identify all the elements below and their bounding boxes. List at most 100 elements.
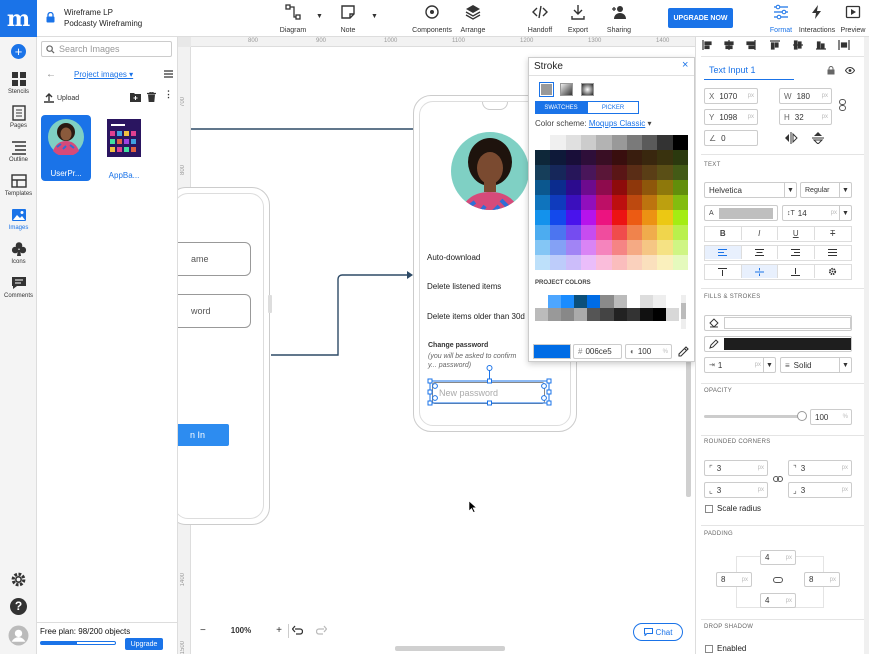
diagram-dropdown-icon[interactable]: ▼: [316, 13, 323, 20]
stroke-color-field[interactable]: [704, 336, 852, 352]
zoom-level[interactable]: 100%: [230, 625, 252, 635]
font-weight-dropdown-icon[interactable]: ▼: [839, 183, 851, 197]
lock-icon[interactable]: [46, 12, 55, 23]
chat-button[interactable]: Chat: [633, 623, 683, 641]
images-button[interactable]: Images: [0, 207, 37, 231]
sign-in-button[interactable]: n In: [178, 424, 229, 446]
color-scheme-select[interactable]: Moqups Classic: [588, 119, 646, 128]
solid-fill-option[interactable]: [539, 82, 554, 97]
bold-button[interactable]: B: [705, 227, 742, 240]
opacity-input[interactable]: ◐ 100 %: [625, 344, 672, 359]
note-dropdown-icon[interactable]: ▼: [371, 13, 378, 20]
preview-tab[interactable]: Preview: [840, 4, 866, 34]
flip-horizontal-icon[interactable]: [784, 132, 798, 144]
picker-tab[interactable]: PICKER: [587, 101, 639, 114]
sharing-button[interactable]: Sharing: [604, 4, 634, 34]
outline-button[interactable]: Outline: [0, 139, 37, 163]
lock-icon[interactable]: [827, 66, 835, 75]
image-item-appbackground[interactable]: AppBa...: [99, 115, 149, 181]
export-button[interactable]: Export: [566, 4, 590, 34]
project-colors-grid[interactable]: [535, 295, 679, 321]
avatar[interactable]: [8, 625, 29, 646]
password-input[interactable]: word: [178, 294, 251, 328]
text-settings-gear-icon[interactable]: [815, 265, 852, 278]
link-corners-icon[interactable]: [773, 475, 783, 483]
profile-photo[interactable]: [449, 130, 531, 225]
zoom-out-button[interactable]: −: [200, 624, 206, 636]
align-justify-button[interactable]: [815, 246, 852, 259]
pages-button[interactable]: Pages: [0, 105, 37, 129]
strikethrough-button[interactable]: T: [830, 229, 836, 238]
handoff-button[interactable]: Handoff: [526, 4, 554, 34]
opacity-input[interactable]: 100 %: [810, 409, 852, 425]
left-phone-frame[interactable]: [178, 187, 270, 525]
valign-top-button[interactable]: [705, 265, 742, 278]
font-size-dropdown-icon[interactable]: ▼: [839, 206, 851, 220]
upload-button[interactable]: Upload: [44, 93, 79, 103]
fill-color-field[interactable]: [704, 315, 852, 331]
flip-vertical-icon[interactable]: [812, 132, 824, 144]
format-tab[interactable]: Format: [768, 4, 794, 34]
underline-button[interactable]: U: [778, 227, 815, 240]
selected-color-preview[interactable]: [533, 344, 571, 359]
hex-input[interactable]: #006ce5: [573, 344, 622, 359]
moqups-logo[interactable]: m: [0, 0, 37, 37]
zoom-in-button[interactable]: +: [276, 624, 282, 636]
upgrade-button[interactable]: Upgrade: [125, 638, 163, 650]
link-dimensions-icon[interactable]: [838, 99, 847, 111]
stroke-width-input[interactable]: ⇥ 1 px: [704, 357, 776, 373]
font-family-dropdown-icon[interactable]: ▼: [784, 183, 796, 197]
diagram-button[interactable]: Diagram: [280, 4, 306, 34]
opacity-slider[interactable]: [704, 415, 802, 418]
trash-icon[interactable]: [147, 92, 156, 102]
valign-bottom-button[interactable]: [778, 265, 815, 278]
search-images-input[interactable]: Search Images: [41, 41, 172, 57]
back-arrow-icon[interactable]: ←: [46, 69, 56, 80]
list-view-icon[interactable]: [164, 70, 173, 78]
stroke-style-dropdown-icon[interactable]: ▼: [839, 358, 851, 372]
color-swatch-grid[interactable]: [535, 135, 688, 270]
more-options-icon[interactable]: ⋮: [164, 89, 173, 99]
text-color-field[interactable]: A: [704, 205, 778, 221]
add-button[interactable]: +: [11, 44, 26, 59]
undo-icon[interactable]: [292, 625, 303, 636]
align-right-button[interactable]: [778, 246, 815, 259]
eyedropper-icon[interactable]: [678, 346, 689, 357]
comments-button[interactable]: Comments: [0, 275, 37, 299]
new-folder-icon[interactable]: [130, 92, 141, 102]
element-name-field[interactable]: Text Input 1: [709, 65, 756, 75]
horizontal-scrollbar[interactable]: [395, 646, 505, 651]
link-padding-icon[interactable]: [773, 577, 783, 583]
valign-middle-button[interactable]: [741, 265, 778, 278]
alignment-toolbar[interactable]: [702, 40, 862, 51]
project-images-folder[interactable]: Project images ▾: [74, 70, 134, 79]
templates-button[interactable]: Templates: [0, 173, 37, 197]
stroke-style-select[interactable]: ≡ Solid: [780, 357, 852, 373]
stencils-button[interactable]: Stencils: [0, 71, 37, 95]
inspector-scrollbar[interactable]: [864, 37, 869, 654]
username-input[interactable]: ame: [178, 242, 251, 276]
linear-gradient-option[interactable]: [560, 83, 573, 96]
close-icon[interactable]: ×: [682, 59, 689, 71]
settings-gear-icon[interactable]: [10, 571, 27, 588]
drop-shadow-checkbox[interactable]: Enabled: [705, 644, 746, 653]
interactions-tab[interactable]: Interactions: [799, 4, 835, 34]
project-title[interactable]: Wireframe LP: [64, 8, 113, 17]
scale-radius-checkbox[interactable]: Scale radius: [705, 504, 761, 513]
opacity-slider-handle[interactable]: [797, 411, 807, 421]
font-family-select[interactable]: Helvetica: [704, 182, 797, 198]
arrange-button[interactable]: Arrange: [458, 4, 488, 34]
image-item-userprofile[interactable]: UserPr...: [41, 115, 91, 181]
